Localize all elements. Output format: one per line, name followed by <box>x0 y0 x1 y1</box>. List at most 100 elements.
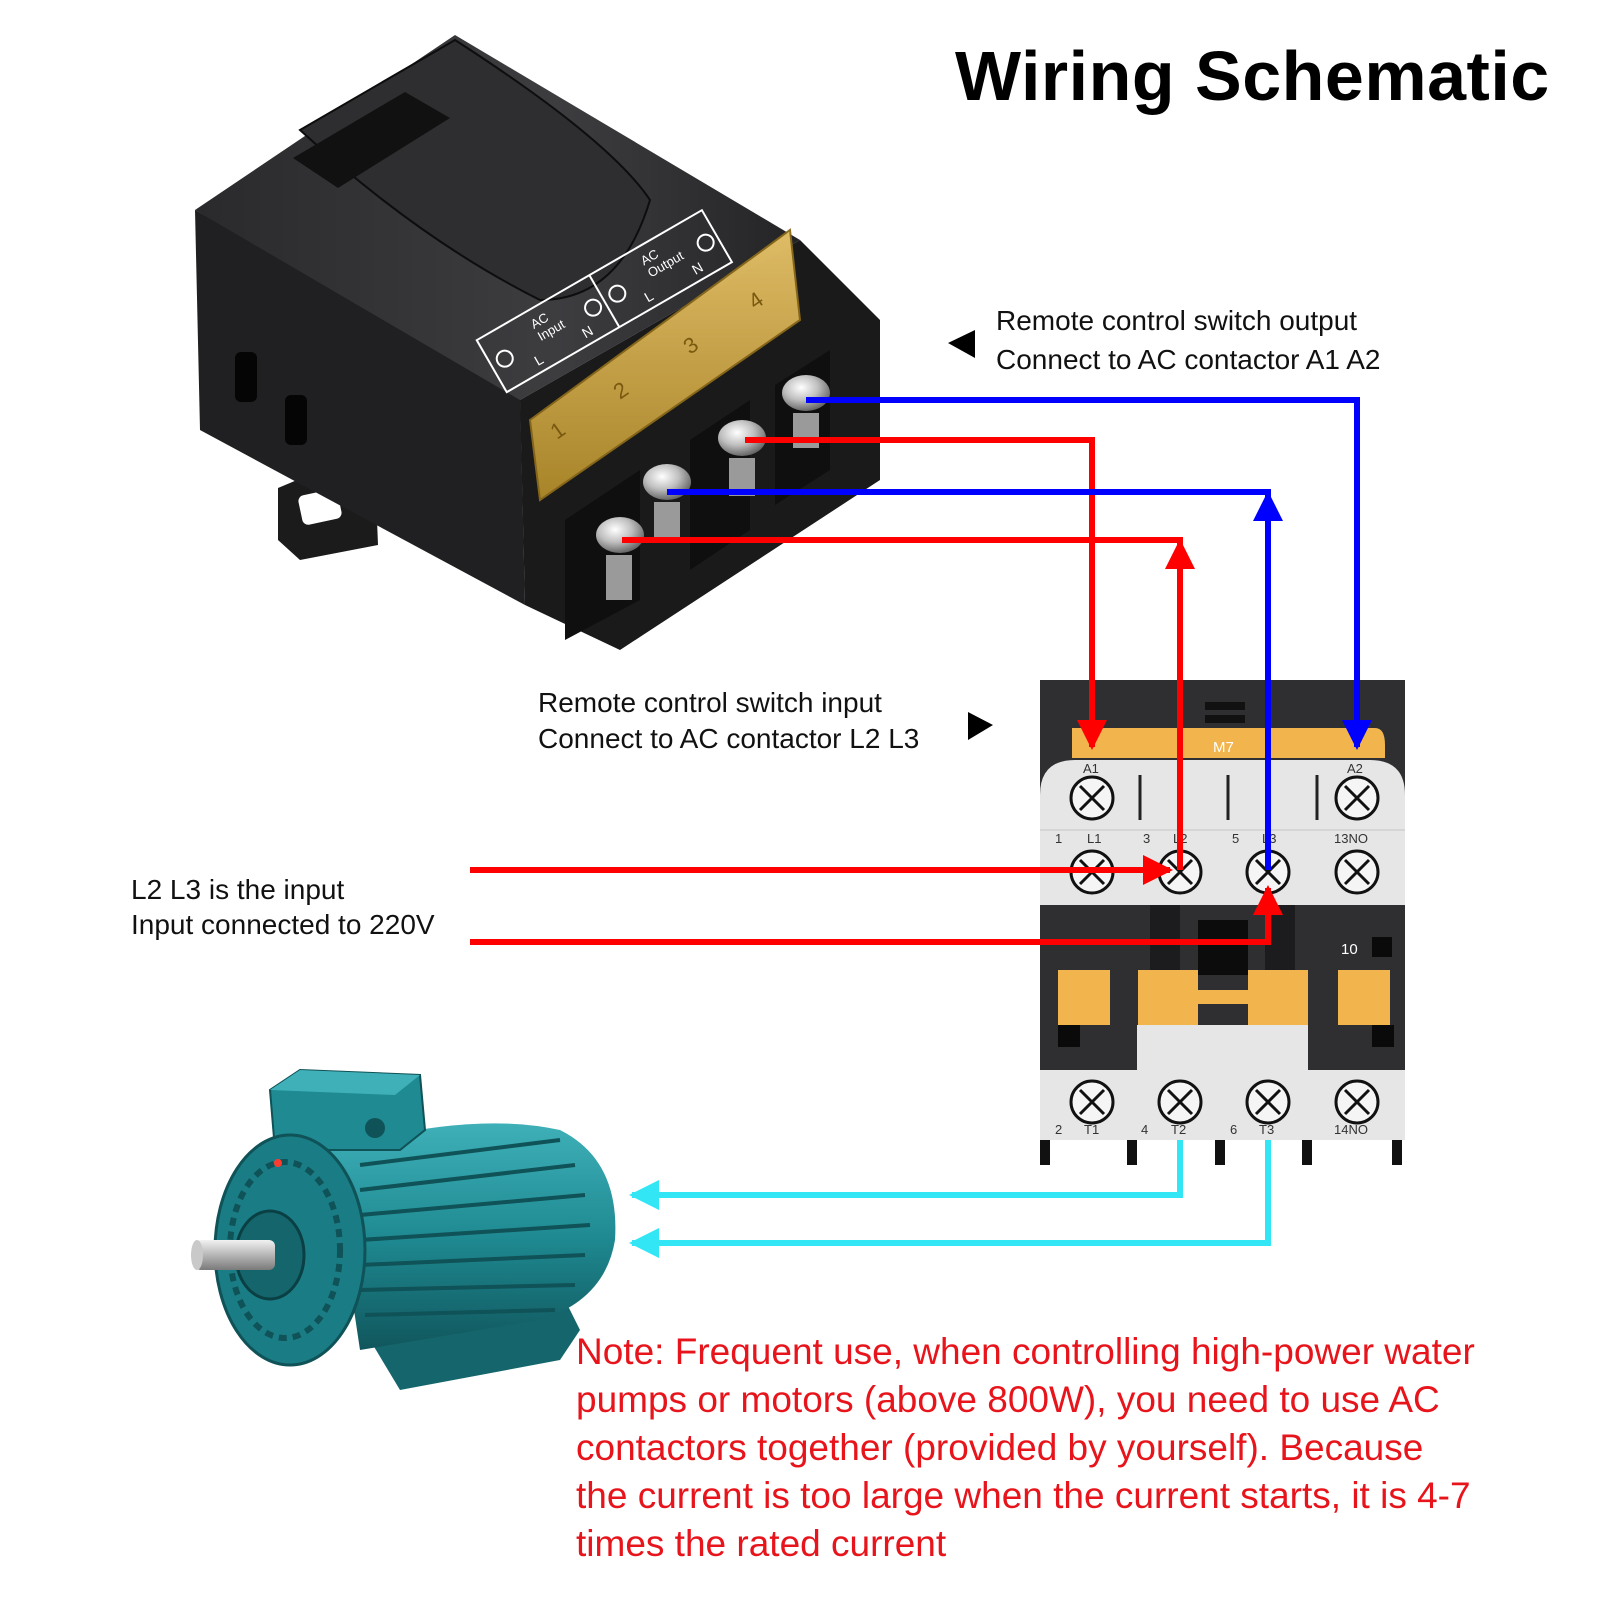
motor-shaft-end <box>191 1240 203 1270</box>
contactor-dot <box>1372 1025 1394 1047</box>
label-plate-divider <box>588 274 621 328</box>
motor-fin <box>359 1223 591 1242</box>
contactor-foot <box>1392 1140 1402 1165</box>
remote-switch-module: ACInput ACOutput L N L N 1 2 3 4 <box>195 35 880 650</box>
terminal-screw-3 <box>718 420 766 456</box>
plate-screw-icon <box>608 284 627 303</box>
contactor-orange-band <box>1072 728 1385 758</box>
terminal-label-t2: T2 <box>1171 1122 1186 1137</box>
output-label-line1: Remote control switch output <box>996 305 1358 336</box>
note-line: the current is too large when the curren… <box>576 1475 1471 1516</box>
module-side-left <box>195 210 525 605</box>
usage-note: Note: Frequent use, when controlling hig… <box>576 1328 1586 1568</box>
contactor-foot <box>1302 1140 1312 1165</box>
contactor-bottom-terminal-panel <box>1040 1025 1405 1140</box>
terminal-screws <box>596 375 830 600</box>
output-label-line2: Connect to AC contactor A1 A2 <box>996 344 1381 375</box>
contactor-dot <box>1058 1025 1080 1047</box>
terminal-label-t1: T1 <box>1084 1122 1099 1137</box>
terminal-num-1: 1 <box>1055 831 1062 846</box>
screw-cross <box>1166 1088 1194 1116</box>
terminal-label-13no: 13NO <box>1334 831 1368 846</box>
terminal-screw-4 <box>782 375 830 411</box>
page-title: Wiring Schematic <box>955 37 1550 115</box>
ac-contactor: M7 A1 A2 1 L1 3 L2 5 L3 13NO <box>1040 680 1405 1165</box>
contactor-foot <box>1040 1140 1050 1165</box>
motor-fins <box>359 1138 591 1317</box>
motor-fin <box>359 1193 586 1217</box>
supply-label-line2: Input connected to 220V <box>131 909 435 940</box>
coil-a1-label: A1 <box>1083 761 1099 776</box>
input-label-line1: Remote control switch input <box>538 687 882 718</box>
terminal-num-3: 3 <box>1143 831 1150 846</box>
motor-fin <box>359 1283 576 1292</box>
terminal-screw-a1-icon <box>1069 775 1115 821</box>
terminal-label-t3: T3 <box>1259 1122 1274 1137</box>
screw-cross <box>1078 784 1106 812</box>
terminal-screw-14no-icon <box>1334 1079 1380 1125</box>
terminal-screw-t1-icon <box>1069 1079 1115 1125</box>
motor-fin <box>364 1308 556 1317</box>
screw-cross <box>1254 1088 1282 1116</box>
note-line: contactors together (provided by yoursel… <box>576 1427 1424 1468</box>
contactor-top-slot <box>1205 702 1245 710</box>
terminal-num-6: 6 <box>1230 1122 1237 1137</box>
side-slot <box>285 395 307 445</box>
wire-motor-t3 <box>629 1140 1271 1258</box>
wire-blue-to-a2 <box>806 397 1372 750</box>
terminal-screw-a2-icon <box>1334 775 1380 821</box>
contactor-orange-bridge <box>1198 990 1248 1004</box>
plate-screw-icon <box>696 233 715 252</box>
terminal-screw-t2-icon <box>1157 1079 1203 1125</box>
label-window <box>293 92 450 188</box>
terminal-clamp <box>606 555 632 600</box>
supply-label-line1: L2 L3 is the input <box>131 874 345 905</box>
contactor-orange-block <box>1338 970 1390 1025</box>
screw-cross <box>1343 1088 1371 1116</box>
plate-screw-icon <box>495 349 514 368</box>
input-label-line2: Connect to AC contactor L2 L3 <box>538 723 920 754</box>
motor-fin <box>359 1253 586 1267</box>
terminal-screw-t3-icon <box>1245 1079 1291 1125</box>
motor-fin <box>359 1138 561 1167</box>
wire-red-to-a1 <box>745 437 1107 750</box>
terminal-num-5: 5 <box>1232 831 1239 846</box>
screw-cross <box>1343 784 1371 812</box>
motor-fin <box>359 1163 576 1192</box>
screw-cross <box>1078 1088 1106 1116</box>
input-pointer-icon <box>968 712 993 740</box>
contactor-orange-block <box>1058 970 1110 1025</box>
contactor-orange-block <box>1138 970 1198 1025</box>
motor-body <box>330 1123 616 1350</box>
output-pointer-icon <box>948 330 975 358</box>
terminal-screw-13no-icon <box>1334 849 1380 895</box>
contactor-foot <box>1127 1140 1137 1165</box>
amber-terminal-cover <box>528 228 802 502</box>
terminal-num-4: 4 <box>1141 1122 1148 1137</box>
aux-number: 10 <box>1341 941 1358 958</box>
screw-cross <box>1343 858 1371 886</box>
coil-a2-label: A2 <box>1347 761 1363 776</box>
wire-supply-l3 <box>470 885 1283 945</box>
terminal-screw-1 <box>596 517 644 553</box>
terminal-num-2: 2 <box>1055 1122 1062 1137</box>
wire-motor-t2 <box>629 1140 1183 1210</box>
note-line: times the rated current <box>576 1523 947 1564</box>
contactor-foot <box>1215 1140 1225 1165</box>
side-slot <box>235 352 257 402</box>
contactor-terminal-screws <box>1069 775 1380 1125</box>
motor-cable-gland <box>365 1118 385 1138</box>
motor-terminal-box-top <box>270 1070 420 1095</box>
contactor-top-slot <box>1205 715 1245 723</box>
wiring <box>470 397 1372 1258</box>
terminal-clamp <box>654 502 680 542</box>
terminal-label-14no: 14NO <box>1334 1122 1368 1137</box>
contactor-aux-square <box>1372 937 1392 957</box>
screw-cross <box>1254 858 1282 886</box>
contactor-model: M7 <box>1213 739 1234 756</box>
terminal-label-l1: L1 <box>1087 831 1101 846</box>
note-line: Note: Frequent use, when controlling hig… <box>576 1331 1475 1372</box>
plate-screw-icon <box>584 298 603 317</box>
